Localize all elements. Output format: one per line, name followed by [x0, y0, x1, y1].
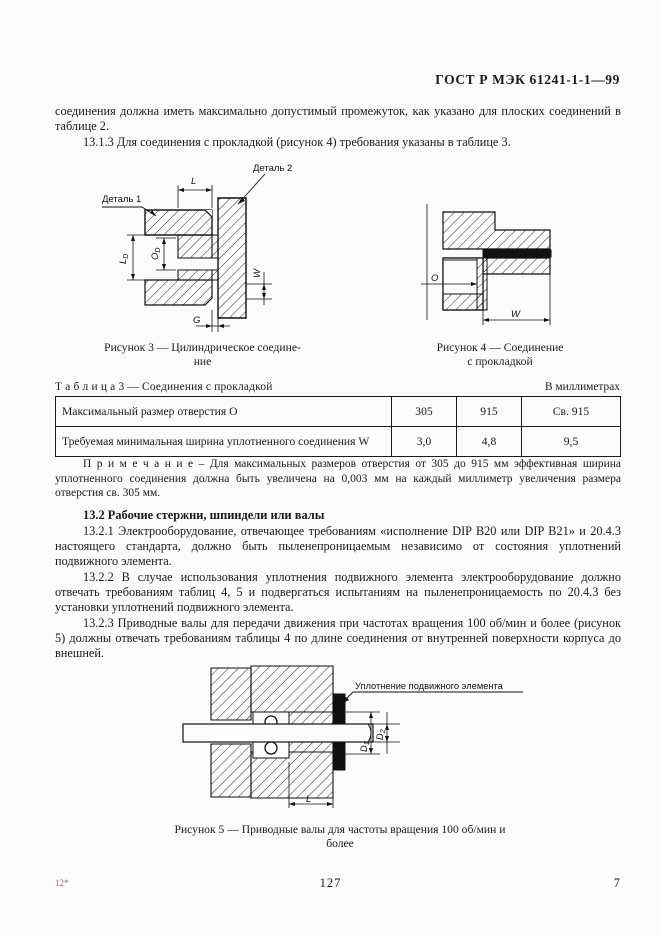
figure3-label-part2: Деталь 2: [253, 163, 292, 174]
paragraph-13-2-3: 13.2.3 Приводные валы для передачи движе…: [55, 616, 621, 661]
figure-4-caption: Рисунок 4 — Соединение с прокладкой: [385, 341, 615, 369]
paragraph-13-1-3: 13.1.3 Для соединения с прокладкой (рису…: [83, 135, 511, 149]
table-row: Максимальный размер отверстия O 305 915 …: [55, 396, 621, 427]
figure-5-caption: Рисунок 5 — Приводные валы для частоты в…: [130, 823, 550, 851]
figure3-dim-W: W: [252, 268, 263, 278]
figure-5-caption-line1: Рисунок 5 — Приводные валы для частоты в…: [174, 823, 506, 836]
table-cell-label: Максимальный размер отверстия O: [55, 396, 392, 427]
figure5-label-seal: Уплотнение подвижного элемента: [355, 681, 504, 691]
figure-4-gasket-joint: O W: [405, 192, 595, 337]
table-cell-value: Св. 915: [521, 396, 621, 427]
figure-5-drive-shaft: Уплотнение подвижного элемента D2 D1 L: [175, 652, 595, 817]
table-cell-value: 4,8: [456, 426, 522, 457]
figure4-dim-W: W: [511, 309, 521, 320]
figure-3-caption-line2: ние: [193, 355, 212, 368]
table-3-units: В миллиметрах: [544, 381, 620, 393]
figure-5-caption-line2: более: [326, 837, 354, 850]
figure-4-caption-line1: Рисунок 4 — Соединение: [436, 341, 564, 354]
figure-3-cylindrical-joint: Деталь 1 Деталь 2 L LD OD: [90, 160, 390, 345]
figure3-dim-G: G: [193, 315, 200, 326]
figure-3-caption: Рисунок 3 — Цилиндрическое соедине- ние: [95, 341, 310, 369]
figure3-label-part1: Деталь 1: [102, 194, 141, 205]
table-cell-value: 915: [456, 396, 522, 427]
table-3: Максимальный размер отверстия O 305 915 …: [55, 396, 621, 457]
figure3-dim-L: L: [191, 176, 196, 187]
figure4-dim-O: O: [431, 273, 439, 284]
table-3-note: П р и м е ч а н и е – Для максимальных р…: [55, 458, 621, 500]
paragraph-13-2-1: 13.2.1 Электрооборудование, отвечающее т…: [55, 524, 621, 569]
page-header-standard: ГОСТ Р МЭК 61241-1-1—99: [435, 72, 620, 87]
table-row: Требуемая минимальная ширина уплотненног…: [55, 426, 621, 457]
footer-page-number: 127: [319, 876, 342, 890]
figure5-dim-L: L: [306, 794, 311, 804]
figure3-dim-OD: OD: [150, 248, 162, 260]
paragraph-13-2-2: 13.2.2 В случае использования уплотнения…: [55, 570, 621, 615]
paragraph-intro: соединения должна иметь максимально допу…: [55, 104, 621, 134]
table-3-title: Т а б л и ц а 3 — Соединения с прокладко…: [55, 381, 273, 393]
figure-3-caption-line1: Рисунок 3 — Цилиндрическое соедине-: [104, 341, 301, 354]
footer-section-number: 7: [613, 876, 620, 890]
figure3-dim-LD: LD: [118, 254, 130, 264]
footer-signature: 12*: [55, 878, 69, 888]
table-cell-label: Требуемая минимальная ширина уплотненног…: [55, 426, 392, 457]
figure5-dim-D2: D2: [375, 729, 387, 740]
table-cell-value: 305: [391, 396, 457, 427]
figure5-dim-D1: D1: [359, 741, 371, 752]
table-cell-value: 9,5: [521, 426, 621, 457]
figure-4-caption-line2: с прокладкой: [467, 355, 533, 368]
heading-13-2: 13.2 Рабочие стержни, шпиндели или валы: [83, 508, 325, 522]
table-cell-value: 3,0: [391, 426, 457, 457]
